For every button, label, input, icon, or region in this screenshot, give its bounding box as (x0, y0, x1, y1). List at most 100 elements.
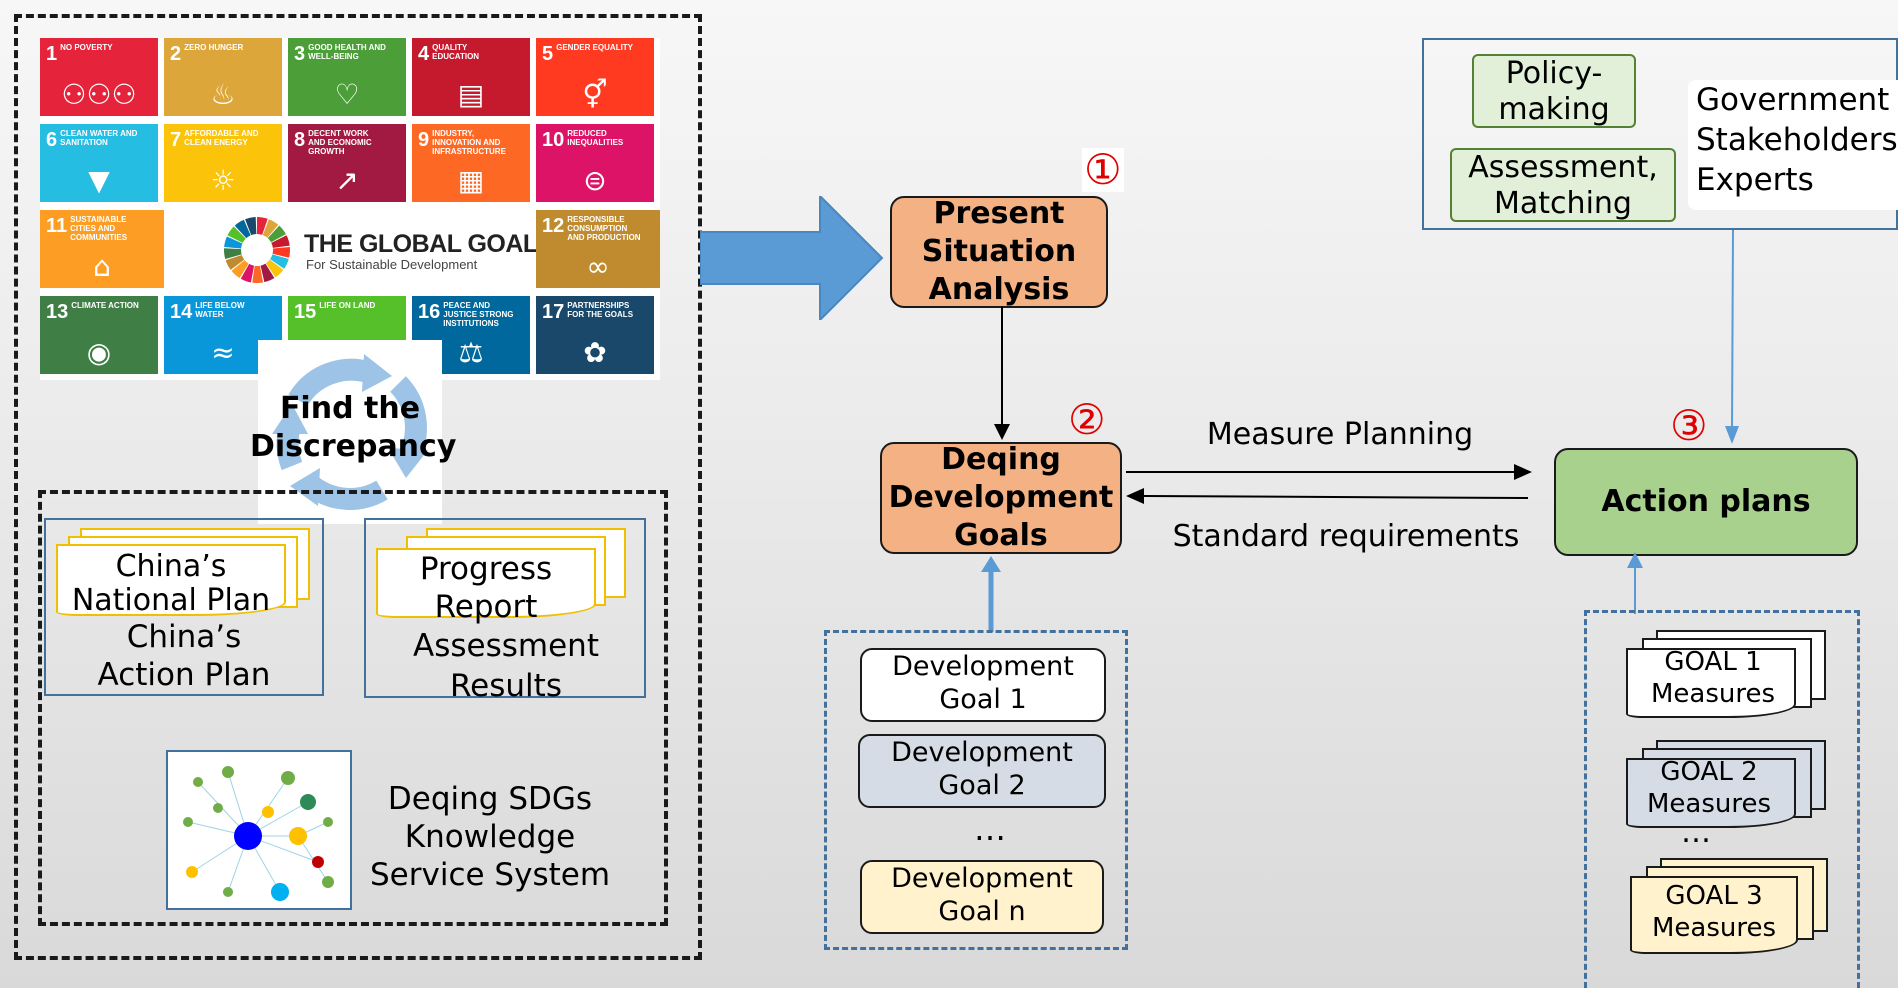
sdg-tile-number: 17 (542, 301, 565, 323)
sdg-wheel-segment (227, 226, 246, 243)
national-plan-line1: China’s (115, 549, 227, 584)
sdg-tile-label: Life On Land (319, 301, 376, 310)
assessment-results-label: Assessment Results (396, 626, 616, 706)
sdg-wheel-segment (265, 259, 284, 278)
logo-title: THE GLOBAL GOALS (304, 230, 554, 258)
cycle-label-line1: Find the (279, 391, 421, 426)
m1-line1: GOAL 1 (1664, 647, 1762, 677)
step3-number: ③ (1670, 401, 1708, 450)
sdg-wheel-segment (252, 265, 264, 283)
measures-ellipsis: … (1681, 815, 1711, 850)
fish-icon: ≈ (211, 336, 235, 369)
sdg-tile-number: 11 (46, 215, 68, 237)
sdg-tile-number: 9 (418, 129, 430, 151)
sdg-tile-12: 12Responsible Consumption and Production… (536, 210, 660, 288)
goals-ellipsis: … (974, 810, 1006, 848)
policy-making-line2: making (1498, 92, 1610, 127)
down-arrow-step1-to-step2 (994, 306, 1010, 440)
sdg-tile-number: 8 (294, 129, 306, 151)
assessment-matching-line1: Assessment, (1468, 150, 1658, 185)
sdg-tile-17: 17Partnerships for the Goals ✿ (536, 296, 654, 374)
sdg-tile-4: 4Quality Education▤ (412, 38, 530, 116)
sdg-tile-number: 4 (418, 43, 430, 65)
sdg-wheel-icon (224, 217, 290, 283)
action-plans: Action plans (1554, 448, 1858, 556)
sdg-tile-10: 10Reduced Inequalities⊜ (536, 124, 654, 202)
goal1-measures-label: GOAL 1 Measures (1628, 646, 1798, 710)
gender-icon: ⚥ (582, 78, 608, 111)
sdg-tile-label: Climate Action (71, 301, 139, 310)
m2-line2: Measures (1646, 789, 1772, 819)
sdg-tile-number: 5 (542, 43, 554, 65)
sdg-tile-number: 10 (542, 129, 565, 151)
goaln-line1: Development (891, 863, 1073, 894)
sdg-tile-label: No Poverty (60, 43, 113, 52)
knowledge-system-label: Deqing SDGs Knowledge Service System (370, 780, 610, 894)
sdg-wheel-segment (260, 263, 275, 283)
goal3-measures-label: GOAL 3 Measures (1630, 880, 1798, 944)
measures-list (1584, 610, 1860, 988)
national-plan-line2: National Plan (71, 583, 271, 618)
goal2-measures-doc (1626, 740, 1832, 832)
sdg-tile-6: 6Clean Water and Sanitation▼ (40, 124, 158, 202)
eye-icon: ◉ (86, 336, 112, 369)
stakeholder-government: Government (1696, 82, 1890, 118)
sdg-wheel-segment (270, 254, 289, 269)
sdg-tile-number: 3 (294, 43, 306, 65)
progress-report-line2: Report (434, 589, 538, 625)
step1-line1: Present (933, 196, 1065, 231)
step2-line3: Goals (954, 518, 1048, 553)
bidirectional-arrows (1126, 464, 1532, 504)
progress-report-label: Progress Report (376, 550, 596, 626)
growth-icon: ↗ (335, 164, 359, 197)
goal1-line1: Development (892, 651, 1074, 682)
sdg-wheel-segment (240, 263, 255, 283)
sdg-tile-label: Clean Water and Sanitation (60, 129, 138, 147)
knowledge-line2: Knowledge (404, 819, 576, 855)
step2-line2: Development (888, 480, 1114, 515)
knowledge-graph-icon (183, 766, 334, 901)
goal2-line1: Development (891, 737, 1073, 768)
global-goals-logo: THE GLOBAL GOALS For Sustainable Develop… (206, 210, 554, 288)
sdg-tile-5: 5Gender Equality⚥ (536, 38, 654, 116)
policy-making-line1: Policy- (1505, 56, 1603, 91)
stakeholders-list: Government Stakeholders Experts (1688, 80, 1898, 210)
sdg-tile-8: 8Decent Work and Economic Growth ↗ (288, 124, 406, 202)
sdg-wheel-segment (262, 219, 279, 238)
sdg-tile-number: 7 (170, 129, 182, 151)
m3-line2: Measures (1651, 913, 1777, 943)
present-situation-analysis: Present Situation Analysis (890, 196, 1108, 308)
step3-line1: Action plans (1601, 484, 1811, 519)
goal1-measures-doc (1626, 630, 1832, 722)
knowledge-graph-thumbnail (166, 750, 352, 910)
sdg-tile-11: 11Sustainable Cities and Communities⌂ (40, 210, 164, 288)
sdg-tile-7: 7Affordable and Clean Energy☼ (164, 124, 282, 202)
sdg-wheel-segment (272, 246, 290, 258)
sdg-grid: THE GLOBAL GOALS For Sustainable Develop… (40, 38, 660, 380)
goal3-measures-doc (1630, 858, 1836, 958)
knowledge-line1: Deqing SDGs (387, 781, 593, 817)
down-arrow-stakeholders-to-action (1725, 230, 1739, 444)
stakeholder-experts: Experts (1696, 162, 1814, 198)
up-arrow-goals-to-step2 (981, 556, 1001, 632)
city-icon: ⌂ (93, 250, 111, 283)
sdg-wheel-segment (271, 235, 290, 248)
knowledge-line3: Service System (370, 857, 611, 893)
sdg-wheel-segment (231, 260, 249, 279)
sdg-tile-label: Partnerships for the Goals (567, 301, 634, 319)
sdg-tile-13: 13Climate Action◉ (40, 296, 158, 374)
development-goal-1: Development Goal 1 (860, 648, 1106, 722)
step2-line1: Deqing (941, 442, 1061, 477)
sdg-tile-number: 2 (170, 43, 182, 65)
sdg-tile-label: Decent Work and Economic Growth (308, 129, 372, 156)
development-goal-2: Development Goal 2 (858, 734, 1106, 808)
rings-icon: ✿ (583, 336, 607, 369)
sdg-tile-2: 2Zero Hunger♨ (164, 38, 282, 116)
assessment-matching-box: Assessment, Matching (1450, 148, 1676, 222)
cubes-icon: ▦ (457, 164, 485, 197)
book-icon: ▤ (457, 78, 485, 111)
step1-line3: Analysis (928, 272, 1070, 307)
bowl-icon: ♨ (210, 78, 236, 111)
equal-icon: ⊜ (583, 164, 607, 197)
cycle-label: Find the Discrepancy (250, 390, 456, 466)
